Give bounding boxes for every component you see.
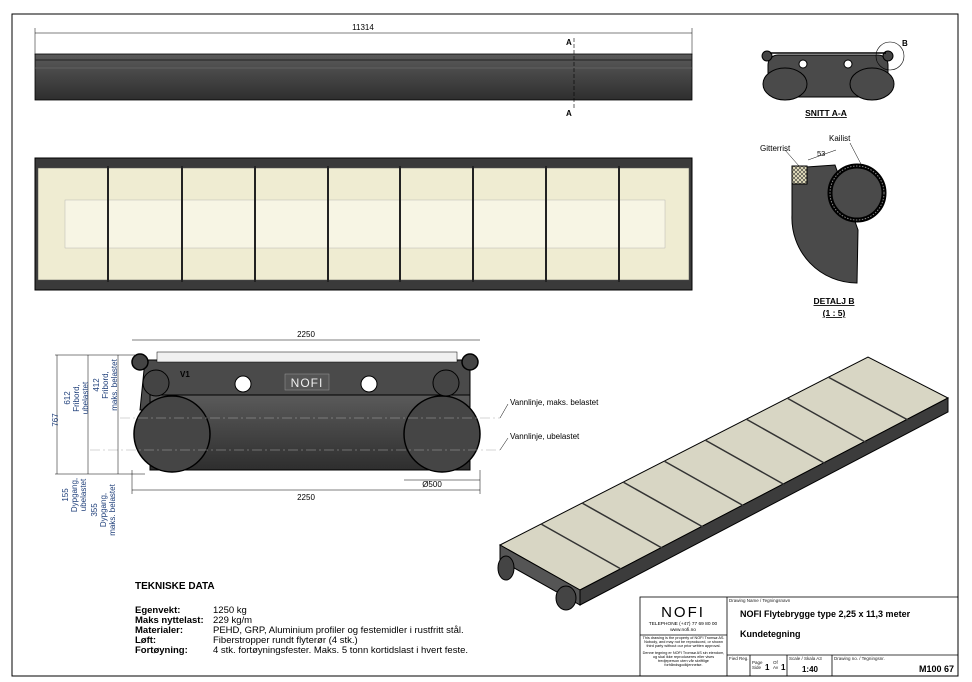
page-label: Page — [752, 660, 763, 665]
detail-title: DETALJ B — [814, 296, 855, 306]
width-bottom-dim: 2250 — [297, 493, 315, 502]
tech-key: Maks nyttelast: — [135, 615, 204, 626]
tech-value: 229 kg/m — [213, 615, 253, 626]
technical-data: TEKNISKE DATA Egenvekt: 1250 kg Maks nytt… — [135, 582, 468, 656]
freeboard-loaded-dim: 412 Fribord, maks. belastet — [92, 358, 119, 410]
title-block — [639, 596, 959, 677]
draft-unloaded-dim: 155 Dypgang, ubelastet — [61, 478, 88, 512]
end-view: 2250 NOFI V1 Vannlinje, maks. belastet V… — [51, 330, 599, 536]
page-number: 1 — [765, 663, 770, 672]
tech-key: Løft: — [135, 635, 157, 646]
end-view-logo: NOFI — [291, 376, 324, 390]
drawing-number: M100 67 — [919, 664, 954, 674]
side-view: 11314 A A — [34, 23, 693, 118]
detail-scale: (1 : 5) — [823, 308, 846, 318]
v1-marker: V1 — [180, 370, 190, 379]
draft-loaded-value: 355 — [90, 503, 99, 517]
diameter-dim: Ø500 — [422, 480, 442, 489]
tech-row: Maks nyttelast: 229 kg/m — [135, 616, 468, 626]
isometric-view — [497, 356, 950, 611]
of-label-no: Av — [773, 665, 779, 670]
disclaimer-en: This drawing is the property of NOFI Tro… — [642, 636, 725, 649]
tech-row: Løft: Fiberstropper rundt flyterør (4 stk… — [135, 636, 468, 646]
waterline-loaded-label: Vannlinje, maks. belastet — [510, 398, 599, 407]
width-top-dim: 2250 — [297, 330, 315, 339]
freeboard-loaded-value: 412 — [92, 378, 101, 392]
tech-value: PEHD, GRP, Aluminium profiler og festemi… — [213, 625, 464, 636]
page-label-no: Side — [752, 665, 762, 670]
title-block-logo: NOFI — [661, 604, 705, 621]
detail-marker-b: B — [902, 39, 908, 48]
label-kailist: Kailist — [829, 134, 851, 143]
section-title: SNITT A-A — [805, 108, 847, 118]
freeboard-loaded-label: Fribord, — [101, 371, 110, 399]
drawing-no-label: Drawing no. / Tegningsnr. — [834, 656, 885, 661]
section-marker-top: A — [566, 38, 572, 47]
section-a-a: B SNITT A-A — [761, 39, 908, 118]
tech-row: Materialer: PEHD, GRP, Aluminium profiler… — [135, 626, 468, 636]
tech-key: Materialer: — [135, 625, 184, 636]
dimension-53: 53 — [817, 149, 825, 158]
freeboard-loaded-label2: maks. belastet — [110, 358, 119, 410]
tech-key: Egenvekt: — [135, 605, 181, 616]
scale-label: Scale / Skala A3 — [789, 656, 822, 661]
of-label: Of — [773, 660, 779, 665]
drawing-name: NOFI Flytebrygge type 2,25 x 11,3 meter — [740, 609, 911, 619]
draft-loaded-label2: maks. belastet — [108, 483, 117, 535]
tech-row: Fortøyning: 4 stk. fortøyningsfester. Mak… — [135, 646, 468, 656]
freeboard-unloaded-label2: ubelastet — [81, 381, 90, 414]
filed-reg-label: Fied Reg. — [729, 656, 749, 661]
section-marker-bottom: A — [566, 109, 572, 118]
freeboard-unloaded-value: 612 — [63, 391, 72, 405]
length-dimension: 11314 — [352, 23, 374, 32]
height-total-dim: 767 — [51, 413, 60, 427]
freeboard-unloaded-dim: 612 Fribord, ubelastet — [63, 381, 90, 414]
tech-value: 4 stk. fortøyningsfester. Maks. 5 tonn k… — [213, 645, 469, 656]
technical-data-title: TEKNISKE DATA — [135, 581, 215, 592]
draft-unloaded-label: Dypgang, — [70, 478, 79, 512]
website: www.nofi.no — [670, 627, 696, 633]
label-gitterrist: Gitterrist — [760, 144, 791, 153]
scale-value: 1:40 — [802, 665, 819, 674]
plan-view — [34, 157, 693, 291]
tech-row: Egenvekt: 1250 kg — [135, 606, 468, 616]
draft-unloaded-label2: ubelastet — [79, 478, 88, 511]
detail-b: 53 Gitterrist Kailist DETALJ B (1 : 5) — [760, 134, 887, 318]
disclaimer-no: Denne tegning er NOFI Tromsø AS sin eien… — [642, 650, 725, 668]
telephone: TELEPHONE (+47) 77 69 80 00 — [649, 621, 718, 627]
drawing-frame — [11, 13, 959, 677]
tech-value: Fiberstropper rundt flyterør (4 stk.) — [213, 635, 358, 646]
tech-key: Fortøyning: — [135, 645, 188, 656]
draft-loaded-dim: 355 Dypgang, maks. belastet — [90, 483, 117, 535]
drawing-name-label: Drawing Name / Tegningsnavn — [729, 598, 791, 603]
drawing-subtitle: Kundetegning — [740, 629, 801, 639]
waterline-unloaded-label: Vannlinje, ubelastet — [510, 432, 580, 441]
tech-value: 1250 kg — [213, 605, 247, 616]
freeboard-unloaded-label: Fribord, — [72, 384, 81, 412]
draft-unloaded-value: 155 — [61, 488, 70, 502]
page-total: 1 — [781, 663, 786, 672]
draft-loaded-label: Dypgang, — [99, 493, 108, 527]
